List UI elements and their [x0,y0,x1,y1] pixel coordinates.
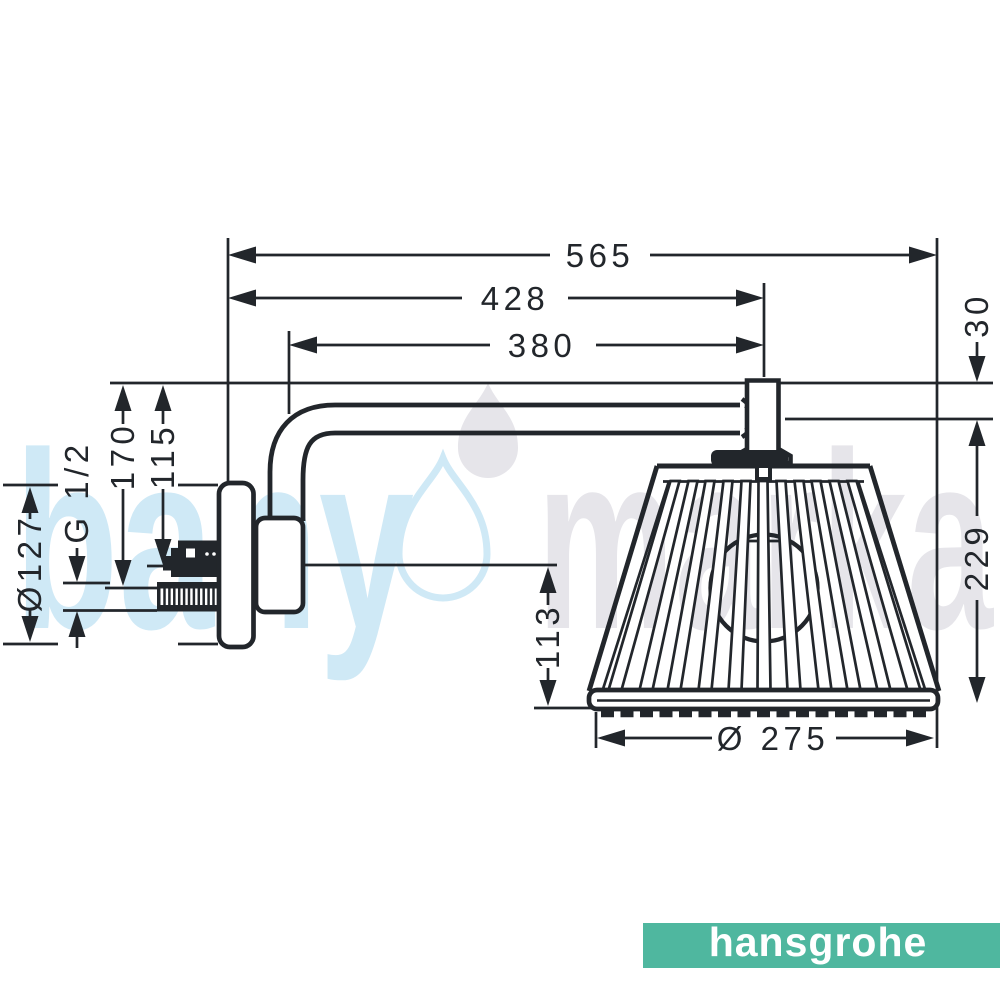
dimension-115: 115 [144,385,190,568]
dim-arrow-down [154,539,172,565]
dimension-113: 113 [305,563,591,710]
dim-label-thread: G 1/2 [58,440,95,543]
dim-label-30: 30 [958,292,995,338]
valve-detail-dot [212,552,216,556]
cage-right-edge [867,465,942,692]
dim-arrow-right [736,336,764,354]
dim-arrow-left [289,336,317,354]
cage-left-edge-inner [601,480,671,690]
logo-background [643,923,1000,968]
dim-arrow-left [228,246,256,264]
spray-plate [586,687,941,718]
cage-hub [711,450,788,466]
dim-arrow-up [154,385,172,411]
dimension-229: 229 [958,420,995,703]
dim-label-380: 380 [508,327,577,364]
cage-left-edge [586,465,660,692]
dim-label-565: 565 [566,237,635,274]
droplet-icon [458,383,518,478]
concealed-supply-unit [157,540,222,612]
dimension-170: 170 [104,385,158,590]
dim-label-127: Ø127 [11,514,48,613]
dim-arrow-down [68,556,86,582]
valve-detail-square [186,548,195,558]
dim-arrow-up [21,487,39,513]
dim-label-275: Ø 275 [717,720,829,757]
valve-detail-dot [205,552,209,556]
arm-wall-flange [253,515,306,615]
dim-arrow-right [906,729,934,747]
cage-right-edge-inner [856,480,927,690]
dim-arrow-down [21,616,39,642]
dim-label-229: 229 [958,523,995,592]
dim-arrow-up [114,385,132,411]
thread-hatching [163,588,215,606]
hub-notch [755,464,772,481]
stop-valve-body [163,540,222,577]
dim-arrow-up [968,420,986,446]
dim-arrow-up [539,567,557,593]
dimension-thread-g12: G 1/2 [58,440,157,648]
dim-arrow-right [736,289,764,307]
dimension-565: 565 [226,237,937,483]
dim-arrow-down [539,680,557,706]
dim-arrow-down [968,356,986,382]
logo-text: hansgrohe [709,919,928,965]
dim-arrow-left [228,289,256,307]
dim-arrow-down [114,560,132,586]
dimension-30: 30 [958,292,995,382]
dim-label-113: 113 [529,603,566,669]
dimension-428: 428 [228,280,766,377]
dim-label-428: 428 [481,280,550,317]
dim-label-170: 170 [104,422,141,491]
dimension-380: 380 [287,327,764,414]
hansgrohe-logo: hansgrohe [643,919,1000,968]
wall-escutcheon-plate [216,480,256,650]
dimension-127: Ø127 [3,483,218,646]
droplet-outline-icon [395,448,491,602]
arm-outer-line [267,402,740,521]
dim-arrow-up [68,611,86,637]
dim-label-115: 115 [144,423,181,489]
dim-arrow-left [597,729,625,747]
dim-arrow-right [909,246,937,264]
arm-inner-line [300,430,740,521]
dim-arrow-down [968,677,986,703]
dimension-275: Ø 275 [594,712,934,757]
cage-rib [756,479,772,692]
